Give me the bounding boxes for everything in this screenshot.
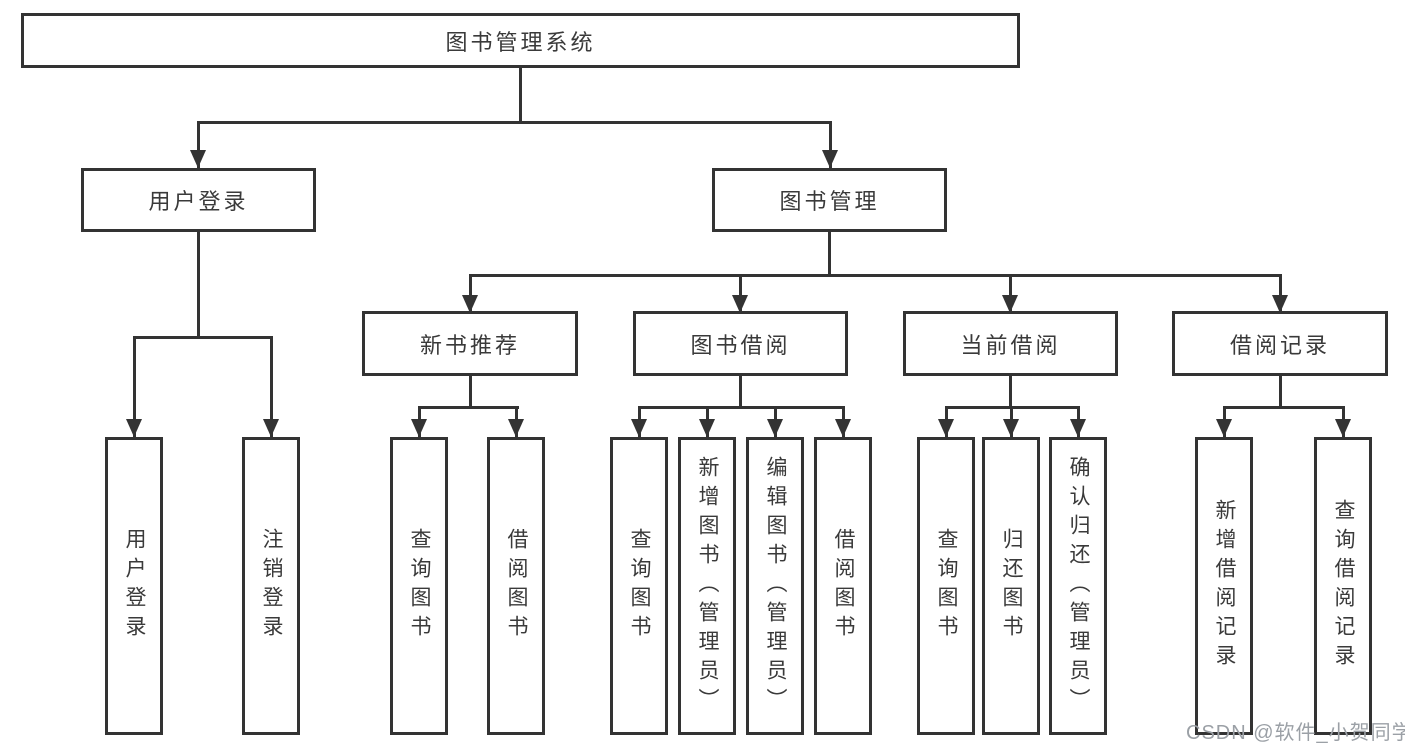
node-library-management-system: 图书管理系统: [21, 13, 1020, 68]
leaf-confirm-return-admin: 确认归还（管理员）: [1049, 437, 1107, 735]
connector-hline: [133, 336, 273, 339]
leaf-add-borrow-record: 新增借阅记录: [1195, 437, 1253, 735]
arrowhead-down-icon: [1335, 419, 1351, 437]
arrowhead-down-icon: [1003, 419, 1019, 437]
arrowhead-down-icon: [1216, 419, 1232, 437]
leaf-label: 用户登录: [123, 528, 146, 644]
leaf-return-books: 归还图书: [982, 437, 1040, 735]
leaf-borrow-books: 借阅图书: [814, 437, 872, 735]
leaf-label: 新增图书（管理员）: [696, 455, 719, 717]
arrowhead-down-icon: [732, 295, 748, 313]
arrowhead-down-icon: [767, 419, 783, 437]
arrowhead-down-icon: [462, 295, 478, 313]
arrowhead-down-icon: [1002, 295, 1018, 313]
connector-vline: [828, 232, 831, 277]
arrowhead-down-icon: [126, 419, 142, 437]
connector-hline: [469, 274, 1282, 277]
leaf-query-books-recommend: 查询图书: [390, 437, 448, 735]
connector-hline: [418, 406, 519, 409]
arrowhead-down-icon: [822, 150, 838, 168]
node-label: 借阅记录: [1229, 332, 1330, 358]
leaf-add-book-admin: 新增图书（管理员）: [678, 437, 736, 735]
connector-vline: [197, 232, 200, 339]
arrowhead-down-icon: [1272, 295, 1288, 313]
csdn-watermark: CSDN @软件_小贺同学: [1186, 722, 1405, 744]
arrowhead-down-icon: [411, 419, 427, 437]
arrowhead-down-icon: [835, 419, 851, 437]
connector-vline: [469, 376, 472, 409]
arrowhead-down-icon: [699, 419, 715, 437]
connector-hline: [638, 406, 845, 409]
leaf-query-borrow-record: 查询借阅记录: [1314, 437, 1372, 735]
node-current-borrowing: 当前借阅: [903, 311, 1118, 376]
node-label: 当前借阅: [960, 332, 1061, 358]
leaf-logout: 注销登录: [242, 437, 300, 735]
arrowhead-down-icon: [508, 419, 524, 437]
connector-vline: [197, 121, 200, 168]
arrowhead-down-icon: [263, 419, 279, 437]
connector-vline: [1009, 376, 1012, 409]
leaf-user-login: 用户登录: [105, 437, 163, 735]
arrowhead-down-icon: [938, 419, 954, 437]
arrowhead-down-icon: [631, 419, 647, 437]
arrowhead-down-icon: [1070, 419, 1086, 437]
leaf-label: 查询图书: [408, 528, 431, 644]
node-label: 图书管理系统: [445, 29, 596, 55]
connector-vline: [1009, 274, 1012, 313]
leaf-query-books-current: 查询图书: [917, 437, 975, 735]
node-book-borrowing: 图书借阅: [633, 311, 848, 376]
leaf-label: 确认归还（管理员）: [1067, 455, 1090, 717]
connector-vline: [1279, 376, 1282, 409]
node-label: 新书推荐: [419, 332, 520, 358]
node-user-login: 用户登录: [81, 168, 316, 232]
leaf-label: 注销登录: [260, 528, 283, 644]
node-label: 用户登录: [148, 189, 249, 214]
leaf-label: 查询图书: [628, 528, 651, 644]
leaf-edit-book-admin: 编辑图书（管理员）: [746, 437, 804, 735]
node-label: 图书管理: [779, 189, 880, 214]
connector-vline: [829, 121, 832, 168]
leaf-label: 查询借阅记录: [1332, 499, 1355, 673]
connector-vline: [1279, 274, 1282, 313]
leaf-label: 借阅图书: [832, 528, 855, 644]
connector-hline: [1223, 406, 1345, 409]
connector-vline: [739, 376, 742, 409]
arrowhead-down-icon: [190, 150, 206, 168]
node-new-book-recommendation: 新书推荐: [362, 311, 578, 376]
connector-vline: [519, 68, 522, 122]
leaf-label: 借阅图书: [505, 528, 528, 644]
node-label: 图书借阅: [690, 332, 791, 358]
connector-hline: [197, 121, 832, 124]
connector-vline: [739, 274, 742, 313]
connector-vline: [133, 336, 136, 437]
connector-vline: [469, 274, 472, 313]
leaf-label: 新增借阅记录: [1213, 499, 1236, 673]
leaf-query-books-borrow: 查询图书: [610, 437, 668, 735]
leaf-label: 编辑图书（管理员）: [764, 455, 787, 717]
leaf-borrow-books-recommend: 借阅图书: [487, 437, 545, 735]
leaf-label: 归还图书: [1000, 528, 1023, 644]
node-book-management: 图书管理: [712, 168, 947, 232]
leaf-label: 查询图书: [935, 528, 958, 644]
node-borrowing-records: 借阅记录: [1172, 311, 1388, 376]
connector-vline: [270, 336, 273, 437]
